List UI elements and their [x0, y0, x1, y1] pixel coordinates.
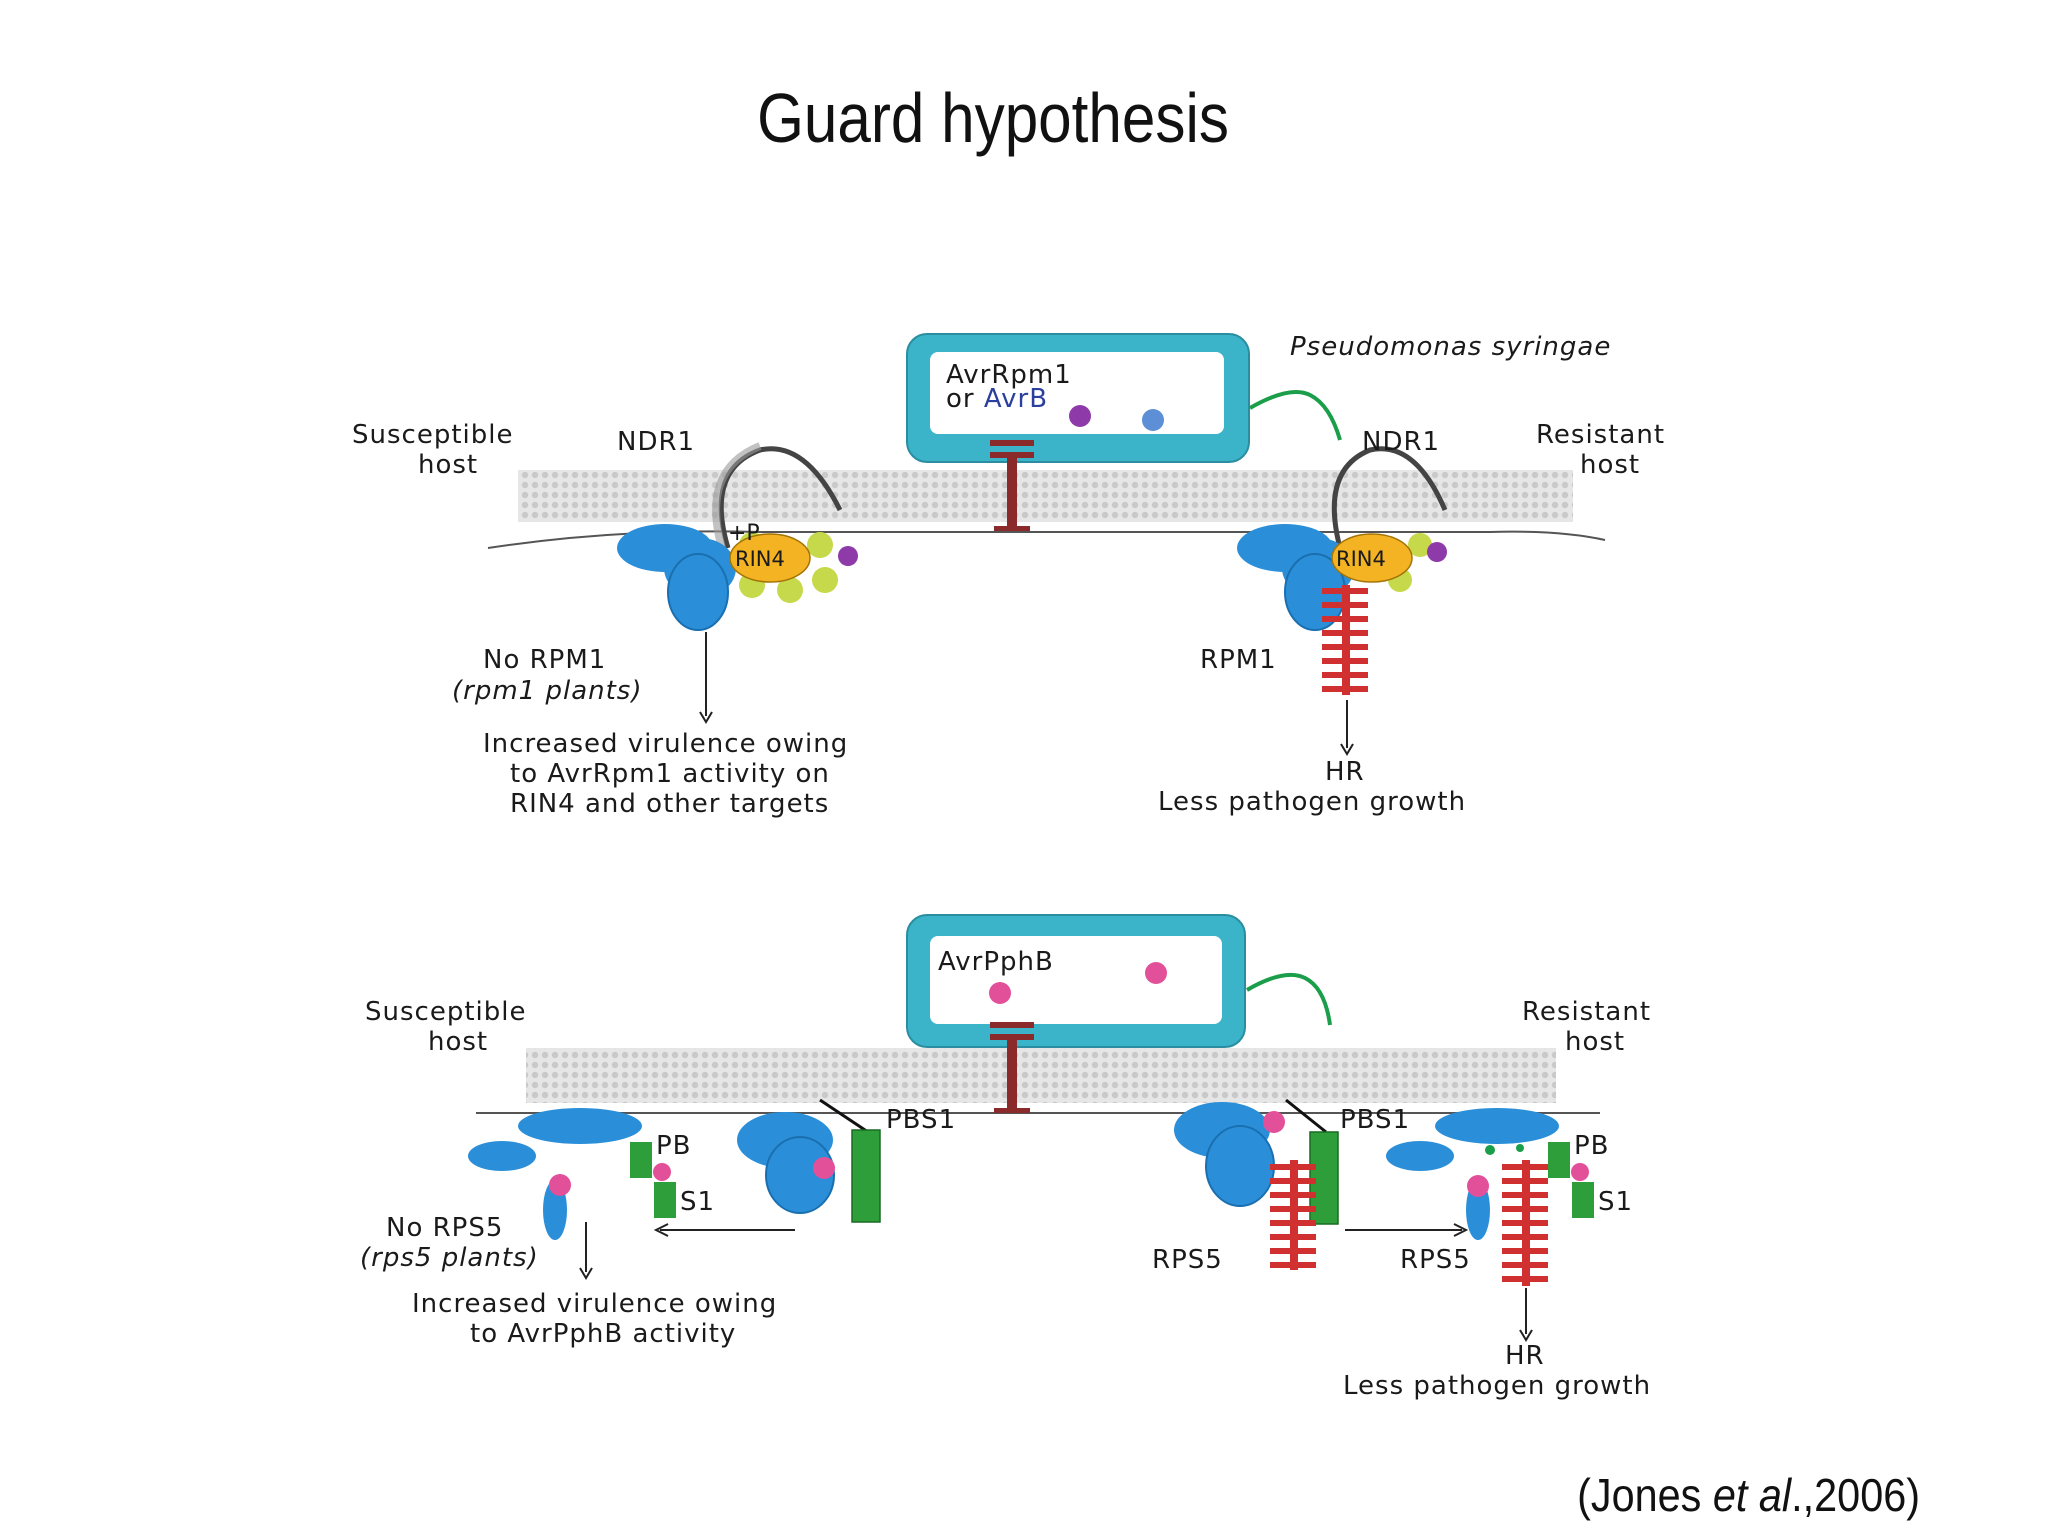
- citation: (Jones et al.,2006): [1577, 1468, 1920, 1522]
- resistant-host-label-line1: Resistant: [1536, 420, 1665, 450]
- s1-left-label: S1: [680, 1187, 715, 1217]
- citation-prefix: (Jones: [1577, 1469, 1713, 1521]
- effector-avrb-label: AvrB: [984, 384, 1048, 414]
- resistant-host-label-line2: host: [1580, 450, 1640, 480]
- effector-or-label: or AvrB: [946, 384, 1048, 414]
- effector-avrpphb-label: AvrPphB: [938, 947, 1054, 977]
- top-panel: AvrRpm1 or AvrB Pseudomonas syringae Sus…: [352, 332, 1665, 819]
- avrb-molecule: [1142, 409, 1164, 431]
- rpm1-label: RPM1: [1200, 645, 1277, 675]
- pb-left-label: PB: [656, 1131, 692, 1161]
- injector-top: [990, 440, 1034, 531]
- ndr1-right-shape: [1331, 446, 1448, 549]
- susceptible-host-bottom-line2: host: [428, 1027, 488, 1057]
- susceptible-host-bottom-line1: Susceptible: [365, 997, 526, 1027]
- rps5-right-label: RPS5: [1400, 1245, 1471, 1275]
- right-intact-complex: PBS1: [1174, 1098, 1410, 1270]
- outcome-right-bottom-hr: HR: [1505, 1341, 1545, 1371]
- s1-right-label: S1: [1598, 1187, 1633, 1217]
- resistant-host-bottom-line2: host: [1565, 1027, 1625, 1057]
- rin4-right: [1331, 533, 1413, 583]
- rps5-coil-left: [1270, 1160, 1316, 1270]
- rps5-plants-label: (rps5 plants): [360, 1243, 539, 1273]
- outcome-left-line1: Increased virulence owing: [483, 729, 848, 759]
- outcome-left-line3: RIN4 and other targets: [510, 789, 829, 819]
- outcome-right-growth: Less pathogen growth: [1158, 787, 1466, 817]
- outcome-left-bottom-line2: to AvrPphB activity: [470, 1319, 736, 1349]
- rpm1-coil: [1322, 585, 1368, 695]
- no-rps5-label: No RPS5: [386, 1213, 503, 1243]
- outcome-right-bottom-growth: Less pathogen growth: [1343, 1371, 1651, 1401]
- citation-suffix: .,2006): [1791, 1469, 1920, 1521]
- outcome-left-line2: to AvrRpm1 activity on: [510, 759, 830, 789]
- left-intact-complex: PBS1: [737, 1098, 956, 1223]
- citation-etal: et al: [1712, 1469, 1792, 1521]
- susceptible-host-label-line1: Susceptible: [352, 420, 513, 450]
- cell-wall-band-bottom: [526, 1048, 1556, 1103]
- rin4-left: [729, 533, 811, 583]
- outcome-left-bottom-line1: Increased virulence owing: [412, 1289, 777, 1319]
- ndr1-right-label: NDR1: [1362, 427, 1440, 457]
- pbs1-right-label: PBS1: [1340, 1105, 1410, 1135]
- slide-title: Guard hypothesis: [757, 79, 1229, 157]
- avrrpm1-molecule: [1069, 405, 1091, 427]
- rps5-coil-right: [1502, 1160, 1548, 1286]
- no-rpm1-label: No RPM1: [483, 645, 606, 675]
- plasma-membrane-line: [487, 530, 1606, 549]
- left-complex-top: RIN4 +P NDR1: [617, 427, 858, 631]
- rin4-left-label: RIN4: [735, 547, 785, 571]
- left-cleaved-complex: PB S1: [468, 1108, 715, 1240]
- rpm1-plants-label: (rpm1 plants): [452, 676, 643, 706]
- bacterium-bottom: AvrPphB: [906, 914, 1332, 1048]
- ndr1-left-label: NDR1: [617, 427, 695, 457]
- rps5-left-label: RPS5: [1152, 1245, 1223, 1275]
- pbs1-left-label: PBS1: [886, 1105, 956, 1135]
- susceptible-host-label-line2: host: [418, 450, 478, 480]
- outcome-right-hr: HR: [1325, 757, 1365, 787]
- right-cleaved-complex: PB S1: [1386, 1108, 1633, 1286]
- cell-wall-band: [518, 470, 1573, 522]
- right-complex-top: RIN4 NDR1: [1237, 427, 1448, 695]
- flagellum: [1249, 390, 1342, 441]
- pb-right-label: PB: [1574, 1131, 1610, 1161]
- pathogen-label: Pseudomonas syringae: [1290, 332, 1611, 362]
- resistant-host-bottom-line1: Resistant: [1522, 997, 1651, 1027]
- rin4-right-label: RIN4: [1336, 547, 1386, 571]
- effector-avrrpm1-label: AvrRpm1: [946, 360, 1072, 390]
- injector-bottom: [990, 1022, 1034, 1113]
- bacterium-top: AvrRpm1 or AvrB: [906, 333, 1342, 463]
- bottom-panel: AvrPphB Susceptible host Resistant host …: [360, 914, 1651, 1401]
- phospho-label-left: +P: [728, 521, 760, 546]
